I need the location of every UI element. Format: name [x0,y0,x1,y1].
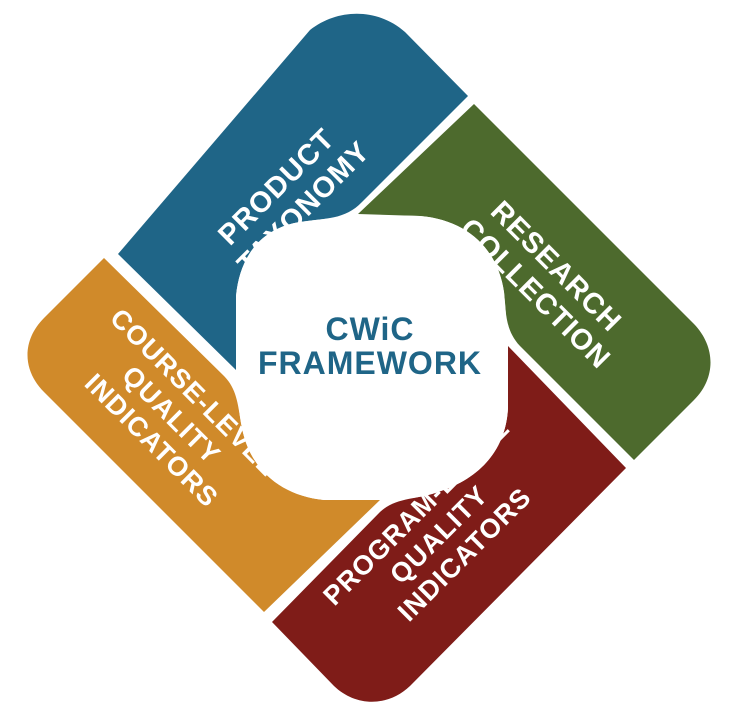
center-title-line-1: CWiC [325,311,414,347]
product-taxonomy-segment [118,13,468,370]
course-level-segment [27,258,380,612]
center-title: CWiC FRAMEWORK [258,311,482,381]
center-area [236,215,508,501]
center-title-line-2: FRAMEWORK [258,345,482,381]
program-level-segment [272,346,626,702]
research-collection-segment [358,104,711,460]
